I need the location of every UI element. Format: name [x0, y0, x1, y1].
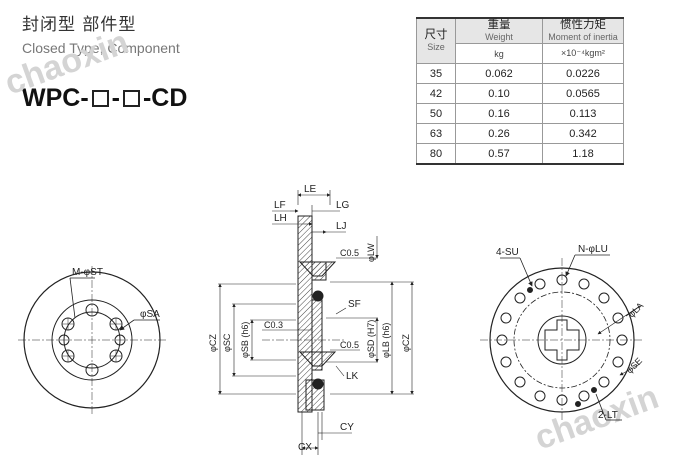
label-lt: 2-LT — [598, 410, 618, 421]
placeholder-box-2 — [122, 90, 140, 107]
label-lj: LJ — [336, 221, 347, 232]
label-c05-bottom: C0.5 — [340, 340, 359, 350]
header-size: 尺寸 Size — [416, 17, 456, 64]
label-le: LE — [304, 184, 317, 195]
label-cy: CY — [340, 422, 354, 433]
label-c03: C0.3 — [264, 320, 283, 330]
label-mst: M-φST — [72, 267, 103, 278]
label-sb: φSB (h6) — [240, 322, 250, 358]
header-size-en: Size — [427, 42, 445, 52]
header-size-cn: 尺寸 — [424, 29, 448, 41]
label-lk: LK — [346, 371, 359, 382]
header-weight: 重量 Weight — [455, 17, 543, 44]
cell-moment: 1.18 — [542, 143, 624, 165]
cell-moment: 0.0226 — [542, 63, 624, 84]
cell-size: 63 — [416, 123, 456, 144]
spec-table: 尺寸 Size 重量 Weight 惯性力矩 Moment of inertia… — [416, 17, 624, 165]
header-moment: 惯性力矩 Moment of inertia — [542, 17, 624, 44]
cell-size: 80 — [416, 143, 456, 165]
header-weight-cn: 重量 — [487, 19, 511, 31]
right-flange-view — [480, 254, 644, 422]
model-suffix: -CD — [142, 84, 188, 112]
label-su: 4-SU — [496, 247, 519, 258]
header-moment-cn: 惯性力矩 — [560, 19, 606, 31]
cell-moment: 0.342 — [542, 123, 624, 144]
cell-moment: 0.113 — [542, 103, 624, 124]
center-section-view — [218, 215, 414, 413]
header-weight-en: Weight — [485, 32, 513, 42]
cell-weight: 0.16 — [455, 103, 543, 124]
label-nlu: N-φLU — [578, 244, 608, 255]
label-sc: φSC — [222, 333, 232, 352]
header-moment-en: Moment of inertia — [548, 32, 618, 42]
label-lf: LF — [274, 200, 286, 211]
label-cx: CX — [298, 442, 312, 453]
placeholder-box-1 — [91, 90, 109, 107]
label-lg: LG — [336, 200, 350, 211]
left-end-view — [18, 266, 166, 414]
cell-weight: 0.26 — [455, 123, 543, 144]
dimension-lines — [218, 190, 414, 455]
watermark-1: chaoxin — [0, 23, 133, 103]
label-lb: φLB (h6) — [381, 323, 391, 358]
label-la: φLA — [626, 300, 645, 319]
label-c05-top: C0.5 — [340, 248, 359, 258]
label-sf: SF — [348, 299, 361, 310]
label-se: φSE — [624, 356, 644, 376]
label-sd: φSD (H7) — [366, 320, 376, 358]
label-lh: LH — [274, 213, 287, 224]
cell-weight: 0.57 — [455, 143, 543, 165]
label-lw: φLW — [366, 243, 376, 262]
title-english: Closed Type, Component — [22, 40, 180, 56]
model-code: WPC---CD — [22, 84, 187, 113]
label-sa: φSA — [140, 309, 160, 320]
label-cz-right: φCZ — [401, 334, 411, 352]
model-prefix: WPC- — [22, 84, 89, 112]
title-chinese: 封闭型 部件型 — [22, 15, 137, 35]
label-cz: φCZ — [208, 334, 218, 352]
model-separator: - — [111, 84, 120, 112]
cell-size: 50 — [416, 103, 456, 124]
